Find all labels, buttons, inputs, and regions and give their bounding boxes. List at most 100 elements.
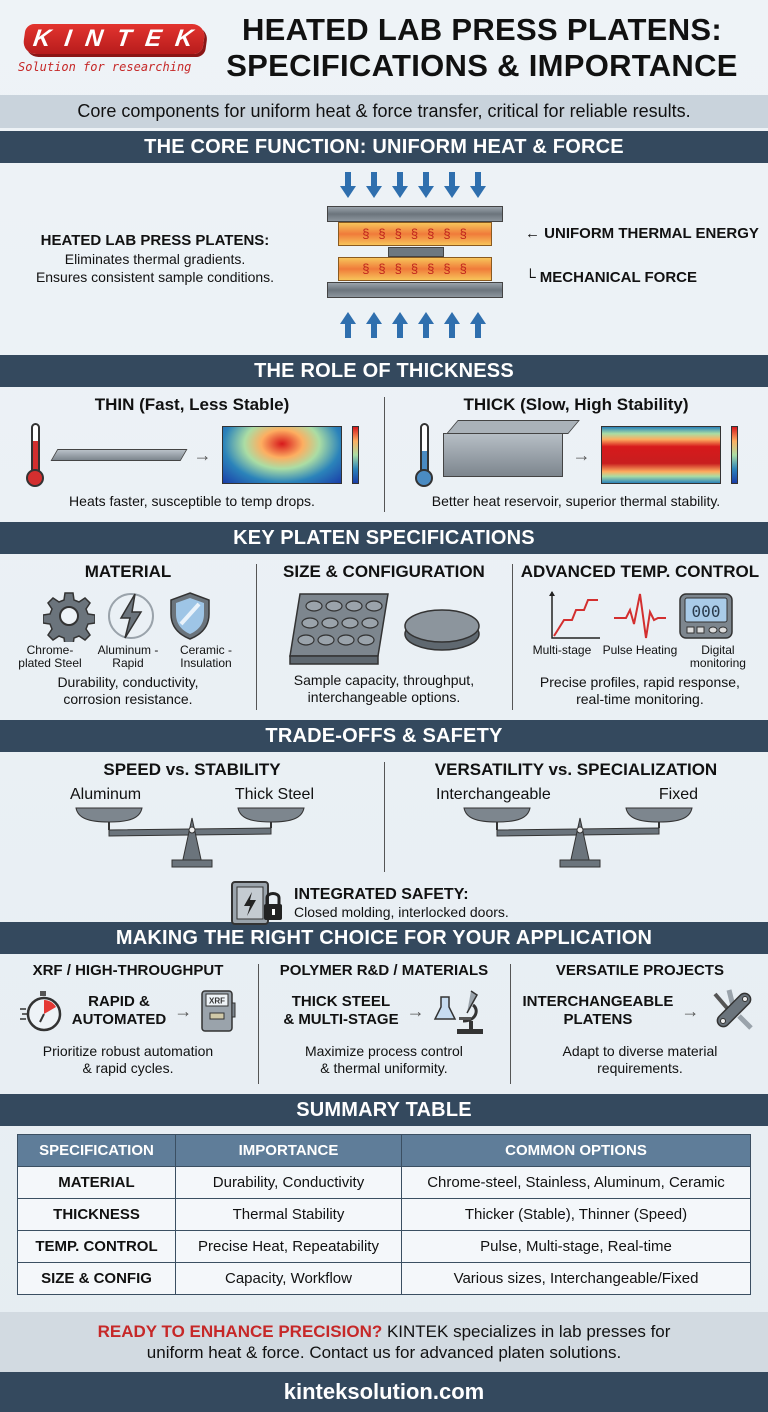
force-arrows-down-icon: [340, 171, 486, 198]
cta-highlight: READY TO ENHANCE PRECISION?: [97, 1322, 383, 1341]
specs-section: MATERIAL Chrome-: [0, 554, 768, 720]
temp-desc-2: real-time monitoring.: [576, 691, 704, 707]
app-xrf-title: XRF / HIGH-THROUGHPUT: [32, 962, 224, 979]
color-scale: [730, 426, 738, 484]
cell-importance: Precise Heat, Repeatability: [175, 1230, 402, 1263]
thin-column: THIN (Fast, Less Stable) → Heats faster,…: [0, 387, 384, 522]
divider: [258, 964, 259, 1084]
cell-spec: SIZE & CONFIG: [17, 1262, 176, 1295]
temp-item-pulse-heating: Pulse Heating: [602, 643, 678, 657]
infographic-page: KINTEK Solution for researching HEATED L…: [0, 0, 768, 1376]
cell-options: Pulse, Multi-stage, Real-time: [401, 1230, 751, 1263]
speed-vs-stability: SPEED vs. STABILITY Aluminum Thick Steel: [0, 752, 384, 868]
arrow-right-icon: →: [193, 444, 212, 465]
thickness-section: THIN (Fast, Less Stable) → Heats faster,…: [0, 387, 768, 522]
app-polymer-desc-2: & thermal uniformity.: [320, 1060, 448, 1076]
svg-text:000: 000: [691, 602, 720, 621]
label-uniform-thermal-energy: ← UNIFORM THERMAL ENERGY: [525, 225, 759, 242]
thick-title: THICK (Slow, High Stability): [463, 395, 689, 414]
logo-text: KINTEK: [31, 24, 209, 52]
summary-table-wrap: SPECIFICATION IMPORTANCE COMMON OPTIONS …: [0, 1126, 768, 1308]
table-row: SIZE & CONFIG Capacity, Workflow Various…: [17, 1262, 751, 1295]
stopwatch-icon: [19, 991, 61, 1032]
safety-desc: Closed molding, interlocked doors.: [294, 904, 509, 920]
thick-desc: Better heat reservoir, superior thermal …: [431, 493, 721, 509]
label-fixed: Fixed: [658, 786, 698, 803]
core-left-title: HEATED LAB PRESS PLATENS:: [40, 232, 270, 249]
app-polymer-mid-1: THICK STEEL: [291, 993, 391, 1010]
size-desc-2: interchangeable options.: [307, 689, 461, 705]
footer: kinteksolution.com: [0, 1372, 768, 1412]
press-diagram: §§§§§§§ §§§§§§§: [310, 171, 510, 347]
size-title: SIZE & CONFIGURATION: [283, 562, 485, 581]
app-polymer-column: POLYMER R&D / MATERIALS THICK STEEL & MU…: [256, 954, 512, 1094]
divider: [510, 964, 511, 1084]
size-column: SIZE & CONFIGURATION Sample ca: [256, 554, 512, 720]
section-heading-specs: KEY PLATEN SPECIFICATIONS: [0, 522, 768, 554]
website-link[interactable]: kinteksolution.com: [283, 1379, 485, 1404]
versatility-title: VERSATILITY vs. SPECIALIZATION: [434, 760, 718, 779]
label-mechanical-force: └ MECHANICAL FORCE: [525, 269, 698, 286]
header: KINTEK Solution for researching HEATED L…: [0, 0, 768, 95]
locked-safety-door-icon: [231, 881, 282, 925]
speed-stability-title: SPEED vs. STABILITY: [103, 760, 281, 779]
section-heading-application: MAKING THE RIGHT CHOICE FOR YOUR APPLICA…: [0, 922, 768, 954]
temp-desc-1: Precise profiles, rapid response,: [539, 674, 740, 690]
arrow-right-icon: →: [406, 1001, 425, 1021]
digital-display-icon: 000: [679, 593, 733, 639]
app-versatile-desc-2: requirements.: [597, 1060, 683, 1076]
label-aluminum: Aluminum: [70, 786, 142, 803]
material-desc-1: Durability, conductivity,: [57, 674, 199, 690]
table-row: MATERIAL Durability, Conductivity Chrome…: [17, 1166, 751, 1199]
column-header-common-options: COMMON OPTIONS: [401, 1134, 751, 1167]
size-desc-1: Sample capacity, throughput,: [293, 672, 475, 688]
cell-spec: MATERIAL: [17, 1166, 176, 1199]
table-row: THICKNESS Thermal Stability Thicker (Sta…: [17, 1198, 751, 1231]
material-item-chrome-steel: Chrome-plated Steel: [18, 643, 82, 670]
core-left-line-2: Ensures consistent sample conditions.: [35, 269, 275, 285]
core-section: HEATED LAB PRESS PLATENS: Eliminates the…: [0, 163, 768, 355]
app-xrf-desc-2: & rapid cycles.: [82, 1060, 174, 1076]
flask-microscope-icon: [433, 990, 483, 1034]
tradeoffs-section: SPEED vs. STABILITY Aluminum Thick Steel…: [0, 752, 768, 925]
cell-options: Various sizes, Interchangeable/Fixed: [401, 1262, 751, 1295]
thermometer-hot-icon: [25, 423, 44, 487]
page-title: HEATED LAB PRESS PLATENS: SPECIFICATIONS…: [206, 12, 758, 84]
material-item-aluminum: Aluminum - Rapid: [97, 643, 159, 670]
arrow-right-icon: →: [174, 1001, 193, 1021]
left-arrow-icon: ←: [525, 225, 545, 242]
sample: [388, 246, 444, 257]
app-polymer-desc-1: Maximize process control: [304, 1043, 463, 1059]
section-heading-tradeoffs: TRADE-OFFS & SAFETY: [0, 720, 768, 752]
cell-options: Chrome-steel, Stainless, Aluminum, Ceram…: [401, 1166, 751, 1199]
app-versatile-mid-2: PLATENS: [563, 1011, 633, 1028]
arrow-right-icon: →: [681, 1001, 700, 1021]
temp-item-multi-stage: Multi-stage: [532, 643, 592, 657]
cell-importance: Capacity, Workflow: [175, 1262, 402, 1295]
logo-tagline: Solution for researching: [18, 59, 192, 74]
cell-importance: Thermal Stability: [175, 1198, 402, 1231]
upper-heated-platen: §§§§§§§: [338, 221, 492, 246]
kintek-logo[interactable]: KINTEK Solution for researching: [14, 16, 209, 80]
application-section: XRF / HIGH-THROUGHPUT RAPID & AUTOMATED …: [0, 954, 768, 1094]
app-xrf-column: XRF / HIGH-THROUGHPUT RAPID & AUTOMATED …: [0, 954, 256, 1094]
app-versatile-desc-1: Adapt to diverse material: [562, 1043, 718, 1059]
cta-text-1: KINTEK specializes in lab presses for: [382, 1322, 671, 1341]
summary-table: SPECIFICATION IMPORTANCE COMMON OPTIONS …: [17, 1134, 751, 1295]
temp-control-column: ADVANCED TEMP. CONTROL 000: [512, 554, 768, 720]
title-line-2: SPECIFICATIONS & IMPORTANCE: [226, 47, 738, 83]
pulse-heating-icon: [613, 593, 666, 639]
column-header-importance: IMPORTANCE: [175, 1134, 402, 1167]
table-header-row: SPECIFICATION IMPORTANCE COMMON OPTIONS: [17, 1134, 751, 1167]
step-profile-chart-icon: [548, 591, 600, 639]
cell-spec: TEMP. CONTROL: [17, 1230, 176, 1263]
xrf-machine-icon: XRF: [201, 990, 236, 1032]
temp-item-digital-monitoring: Digital monitoring: [689, 643, 746, 670]
shield-icon: [170, 592, 210, 640]
app-versatile-column: VERSATILE PROJECTS INTERCHANGEABLE PLATE…: [512, 954, 768, 1094]
cell-options: Thicker (Stable), Thinner (Speed): [401, 1198, 751, 1231]
lower-heated-platen: §§§§§§§: [338, 256, 492, 281]
bracket-arrow-icon: └: [525, 269, 540, 286]
thick-platen-icon: [442, 433, 563, 477]
app-polymer-mid-2: & MULTI-STAGE: [283, 1011, 399, 1028]
